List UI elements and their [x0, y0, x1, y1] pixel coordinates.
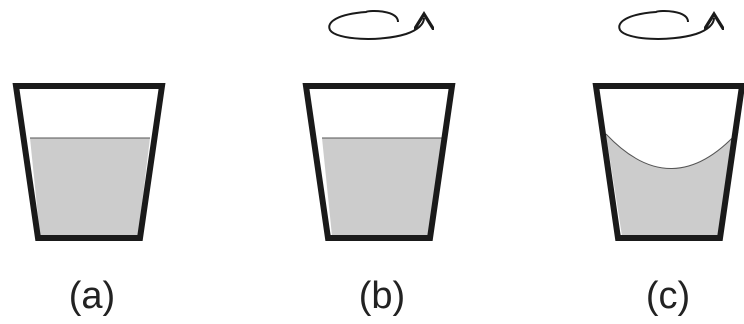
- rotation-arrow-icon-b: [328, 10, 424, 40]
- cup-a-liquid: [30, 138, 150, 236]
- panel-c: (c): [592, 10, 744, 317]
- panel-c-label: (c): [646, 275, 690, 317]
- cup-c-liquid-surface: [605, 131, 739, 169]
- cup-c-liquid: [606, 132, 738, 236]
- cup-b-outline: [302, 83, 456, 241]
- rotation-arrow-icon-c: [618, 10, 714, 40]
- cup-a-outline: [12, 83, 166, 241]
- panel-a-label: (a): [69, 275, 115, 317]
- cup-b-liquid: [322, 138, 442, 236]
- cup-c-outline: [592, 83, 744, 241]
- panel-b-label: (b): [359, 275, 405, 317]
- panel-b: (b): [302, 10, 456, 317]
- panel-a: (a): [12, 83, 166, 317]
